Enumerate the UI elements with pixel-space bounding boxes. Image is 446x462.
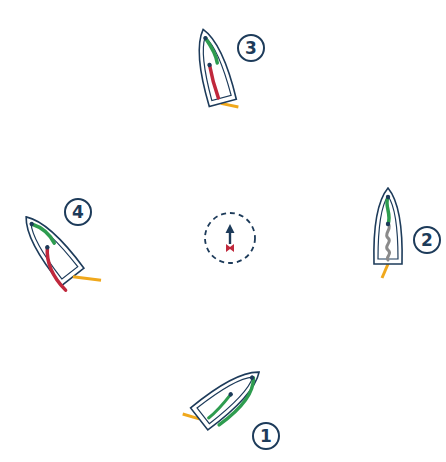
boat	[374, 188, 402, 278]
callout-number: 3	[237, 34, 265, 62]
callout-number: 4	[64, 198, 92, 226]
boat	[189, 26, 238, 114]
callout-number: 2	[413, 226, 441, 254]
callout-number: 1	[252, 422, 280, 450]
wind-indicator	[205, 213, 255, 263]
